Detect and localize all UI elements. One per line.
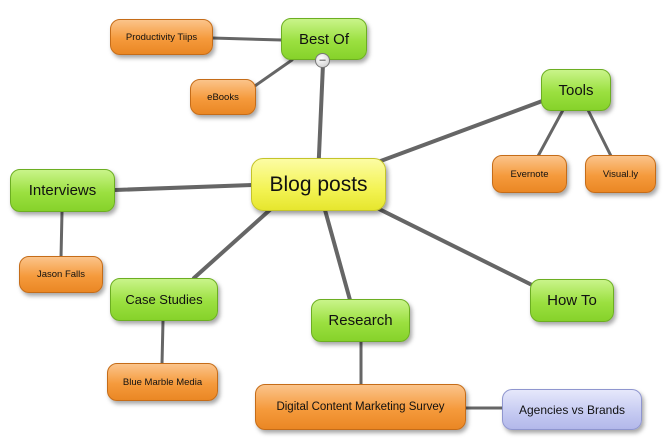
- branch-node-interviews[interactable]: Interviews: [10, 169, 115, 212]
- branch-node-research[interactable]: Research: [311, 299, 410, 342]
- connector-central-interviews: [113, 183, 254, 192]
- leaf-node-ebooks[interactable]: eBooks: [190, 79, 256, 115]
- central-node-blog-posts[interactable]: Blog posts: [251, 158, 386, 211]
- branch-node-how-to[interactable]: How To: [530, 279, 614, 322]
- branch-label-best-of: Best Of: [298, 30, 350, 48]
- leaf-node-agencies-vs-brands[interactable]: Agencies vs Brands: [502, 389, 642, 430]
- collapse-toggle-best-of[interactable]: –: [315, 53, 330, 68]
- connector-best-of-productivity: [210, 36, 284, 42]
- leaf-label-blue-marble-media: Blue Marble Media: [122, 376, 203, 388]
- branch-label-case-studies: Case Studies: [125, 292, 203, 307]
- leaf-label-evernote: Evernote: [510, 168, 549, 180]
- branch-label-research: Research: [328, 312, 393, 329]
- leaf-label-digital-content-survey: Digital Content Marketing Survey: [276, 401, 445, 413]
- central-node-label: Blog posts: [269, 172, 368, 196]
- leaf-node-productivity-tips[interactable]: Productivity Tiips: [110, 19, 213, 55]
- leaf-node-jason-falls[interactable]: Jason Falls: [19, 256, 103, 293]
- minus-icon: –: [319, 54, 326, 66]
- connector-central-tools: [376, 98, 547, 164]
- leaf-label-productivity-tips: Productivity Tiips: [125, 31, 198, 43]
- connector-central-how-to: [371, 204, 534, 287]
- leaf-node-evernote[interactable]: Evernote: [492, 155, 567, 193]
- branch-node-case-studies[interactable]: Case Studies: [110, 278, 218, 321]
- leaf-node-visually[interactable]: Visual.ly: [585, 155, 656, 193]
- branch-label-tools: Tools: [558, 81, 594, 99]
- leaf-node-blue-marble-media[interactable]: Blue Marble Media: [107, 363, 218, 401]
- connector-central-case-studies: [192, 206, 274, 280]
- leaf-label-jason-falls: Jason Falls: [36, 269, 86, 280]
- branch-node-tools[interactable]: Tools: [541, 69, 611, 111]
- connector-tools-visually: [586, 108, 614, 160]
- leaf-label-agencies-vs-brands: Agencies vs Brands: [518, 402, 626, 417]
- branch-node-best-of[interactable]: Best Of: [281, 18, 367, 60]
- leaf-label-visually: Visual.ly: [602, 168, 639, 180]
- connector-interviews-jason: [59, 210, 64, 260]
- leaf-label-ebooks: eBooks: [207, 91, 239, 103]
- connector-best-of-ebooks: [250, 58, 294, 90]
- branch-label-interviews: Interviews: [28, 182, 97, 199]
- connector-central-research: [323, 208, 352, 302]
- leaf-node-digital-content-survey[interactable]: Digital Content Marketing Survey: [255, 384, 466, 430]
- connector-tools-evernote: [535, 108, 565, 160]
- branch-label-how-to: How To: [547, 292, 597, 309]
- connector-case-studies-blue-marble: [160, 319, 165, 366]
